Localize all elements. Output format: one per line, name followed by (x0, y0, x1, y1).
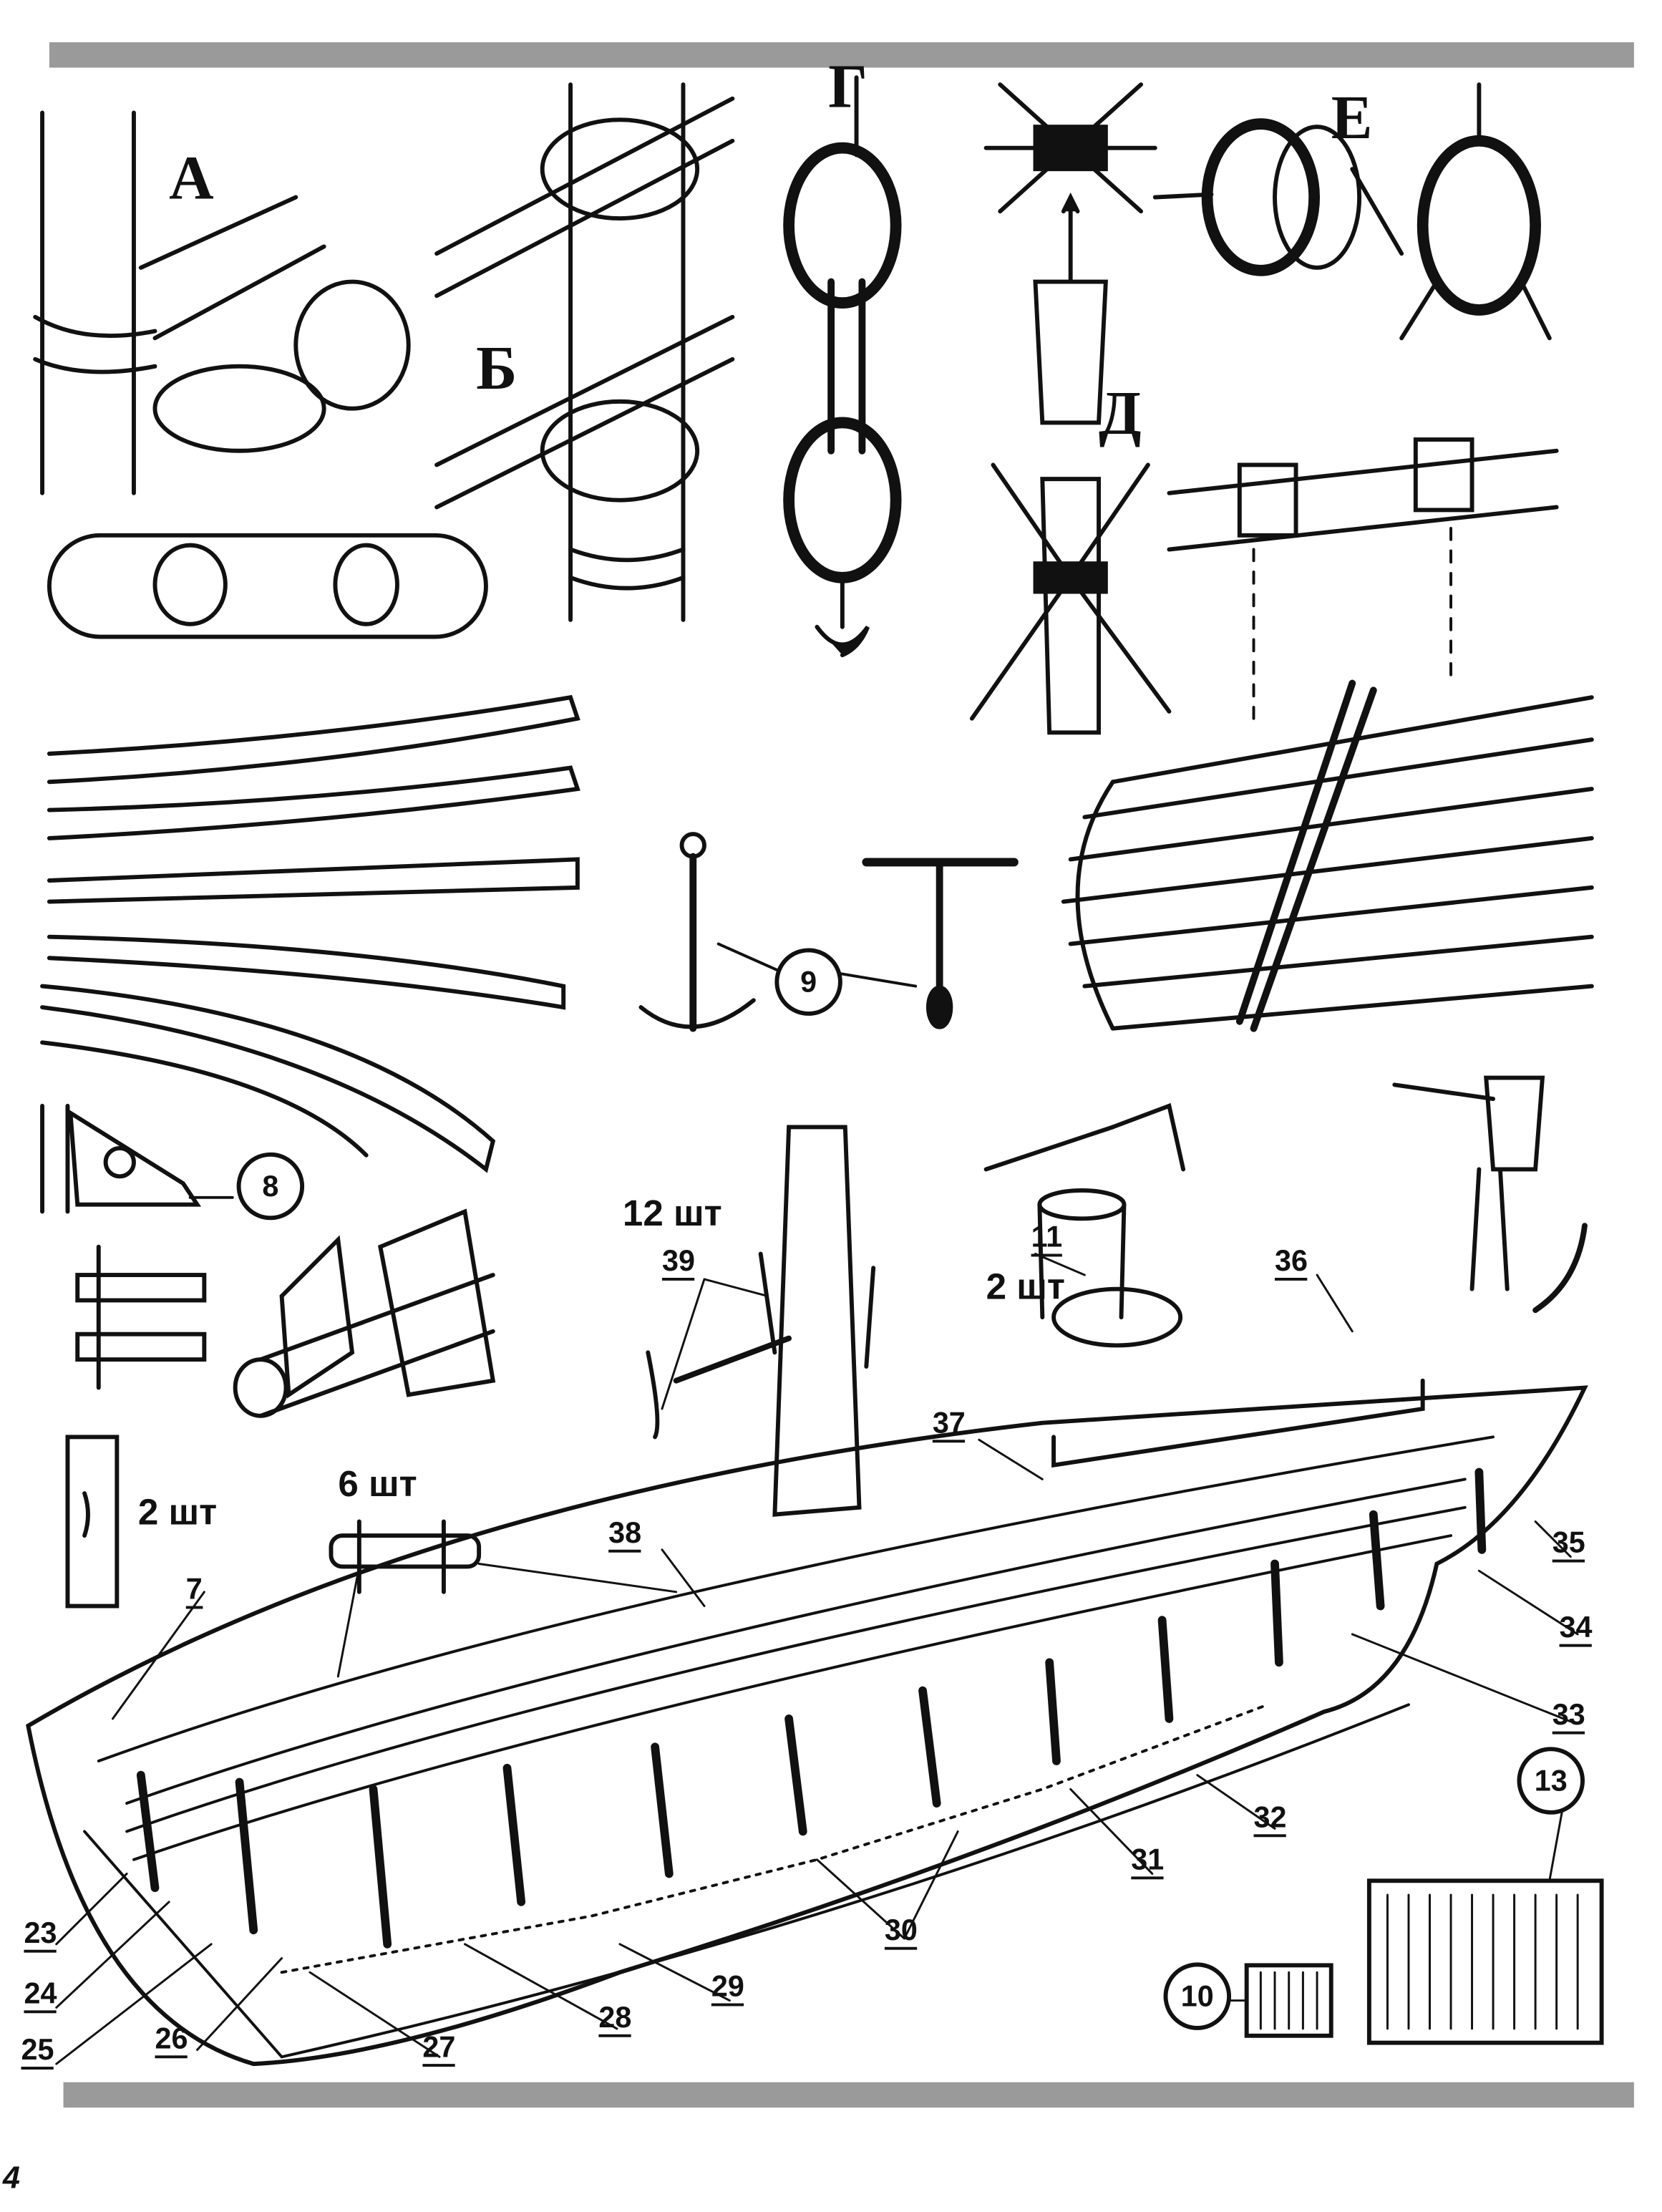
detail-e-drawing (1152, 82, 1552, 341)
bottom-band (63, 2082, 1634, 2108)
part-label-39: 39 (661, 1247, 695, 1281)
part-8-callout: 8 (236, 1152, 305, 1221)
part-36-tool-drawing (1392, 1075, 1588, 1314)
part-label-28: 28 (598, 2003, 632, 2037)
part-8-drawing (40, 1103, 496, 1418)
part-label-36: 36 (1275, 1247, 1308, 1281)
part-label-33: 33 (1552, 1700, 1585, 1735)
part-6-drawing (329, 1519, 482, 1594)
quantity-6: 6 шт (338, 1462, 417, 1505)
detail-label-d: Д (1099, 379, 1142, 448)
part-label-29: 29 (711, 1972, 744, 2007)
part-label-31: 31 (1131, 1845, 1165, 1880)
part-label-37: 37 (932, 1409, 966, 1443)
part-9-callout: 9 (774, 948, 842, 1016)
part-11-drawing (983, 1102, 1186, 1348)
part-39-drawing (646, 1125, 876, 1517)
detail-label-a: А (169, 143, 214, 213)
part-label-32: 32 (1253, 1803, 1287, 1838)
part-label-26: 26 (155, 2024, 188, 2059)
part-label-11: 11 (1031, 1223, 1063, 1257)
quantity-7: 2 шт (137, 1490, 218, 1533)
grating-10-drawing (1244, 1963, 1333, 2038)
part-label-24: 24 (24, 1979, 57, 2014)
detail-g-drawing (783, 75, 902, 658)
part-label-38: 38 (608, 1519, 642, 1553)
anchor-drawing (638, 832, 1019, 1032)
detail-d-drawing (969, 82, 1172, 735)
part-label-30: 30 (884, 1916, 918, 1950)
part-label-34: 34 (1559, 1613, 1593, 1647)
part-7-drawing (65, 1435, 120, 1609)
planks-drawing (40, 694, 580, 1173)
part-label-7: 7 (185, 1575, 203, 1609)
detail-label-e: Е (1331, 83, 1373, 152)
detail-a-drawing (33, 110, 488, 639)
grating-13-drawing (1366, 1878, 1604, 2045)
detail-b-drawing (434, 82, 735, 622)
part-13-callout: 13 (1517, 1747, 1585, 1815)
part-label-25: 25 (21, 2036, 54, 2070)
quantity-11: 2 шт (986, 1265, 1065, 1308)
part-label-23: 23 (24, 1918, 57, 1953)
page-number: 4 (2, 2159, 21, 2196)
detail-label-g: Г (828, 52, 868, 122)
quantity-39: 12 шт (622, 1191, 722, 1234)
detail-label-b: Б (476, 334, 517, 403)
leader-lines (55, 1253, 1579, 2065)
lashing-and-bow-drawing (1061, 437, 1594, 1032)
part-label-27: 27 (422, 2033, 456, 2067)
part-10-callout: 10 (1163, 1962, 1232, 2030)
top-band (49, 42, 1634, 68)
part-label-35: 35 (1552, 1528, 1585, 1563)
ship-hull-drawing (26, 1378, 1588, 2067)
